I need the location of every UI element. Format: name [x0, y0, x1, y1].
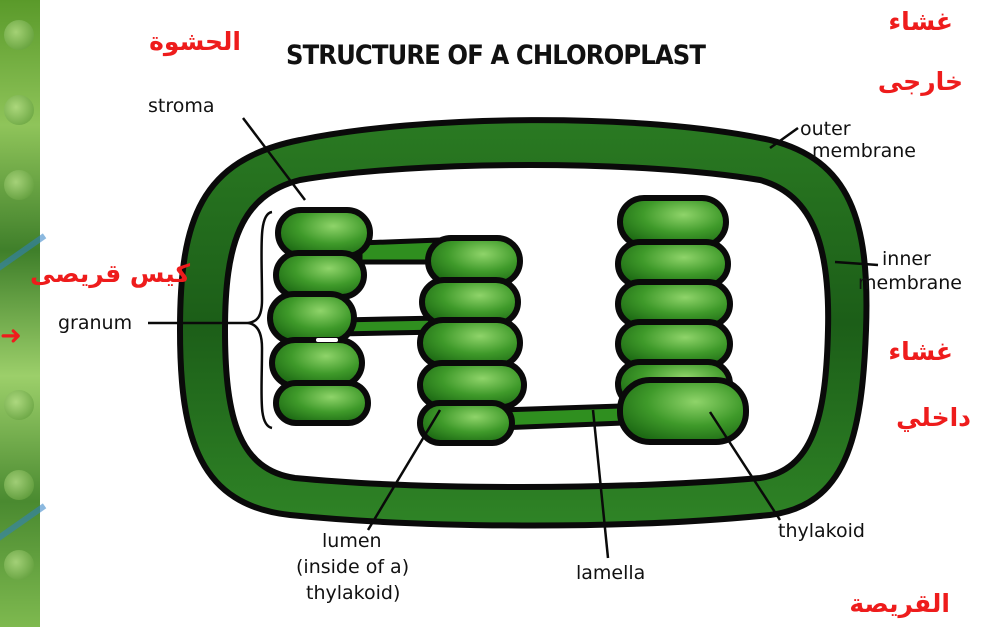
label-inner-membrane-line2: membrane: [858, 272, 962, 294]
arabic-label-granum: كيس قريصى: [30, 254, 190, 294]
arabic-label-outer-membrane-line2: خارجى: [878, 62, 963, 102]
arrow-right-icon: ➜: [0, 321, 22, 351]
arabic-label-inner-membrane-line1: غشاء: [888, 332, 953, 372]
label-stroma: stroma: [148, 95, 215, 117]
label-lumen-line3: thylakoid): [306, 582, 400, 604]
label-lumen-line1: lumen: [322, 530, 382, 552]
granum-stack-left: [270, 210, 370, 423]
arabic-label-stroma: الحشوة: [149, 22, 241, 62]
label-inner-membrane-line1: inner: [882, 248, 931, 270]
arabic-label-outer-membrane-line1: غشاء: [888, 2, 953, 42]
label-lamella: lamella: [576, 562, 645, 584]
granum-stack-middle: [420, 238, 524, 443]
label-outer-membrane-line1: outer: [800, 118, 851, 140]
label-lumen-line2: (inside of a): [296, 556, 409, 578]
label-outer-membrane-line2: membrane: [812, 140, 916, 162]
arabic-label-inner-membrane-line2: داخلي: [896, 398, 971, 438]
arabic-label-thylakoid: القريصة: [849, 584, 950, 624]
label-thylakoid: thylakoid: [778, 520, 865, 542]
diagram-title: STRUCTURE OF A CHLOROPLAST: [286, 40, 718, 71]
label-granum: granum: [58, 312, 132, 334]
